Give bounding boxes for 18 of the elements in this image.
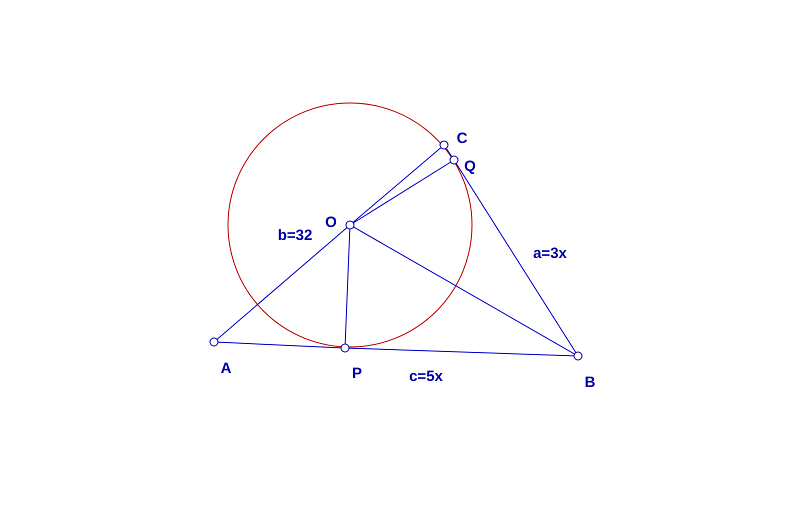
point-label: A [220, 360, 232, 377]
side-length-label: a=3x [533, 245, 567, 262]
line-segment [352, 162, 452, 224]
line-segment [348, 348, 574, 356]
point-label: O [325, 214, 337, 231]
line-segment [216, 227, 348, 340]
side-length-label: c=5x [409, 368, 443, 385]
point-label: Q [464, 158, 476, 175]
point-label: B [584, 374, 596, 391]
line-segment [352, 147, 442, 223]
point-label: P [352, 365, 362, 382]
line-segment [218, 342, 342, 348]
point-label: C [456, 130, 468, 147]
side-length-label: b=32 [278, 227, 312, 244]
line-segment [456, 162, 576, 354]
line-segment [446, 148, 452, 158]
line-segment [344, 228, 350, 344]
line-segment [352, 226, 576, 354]
